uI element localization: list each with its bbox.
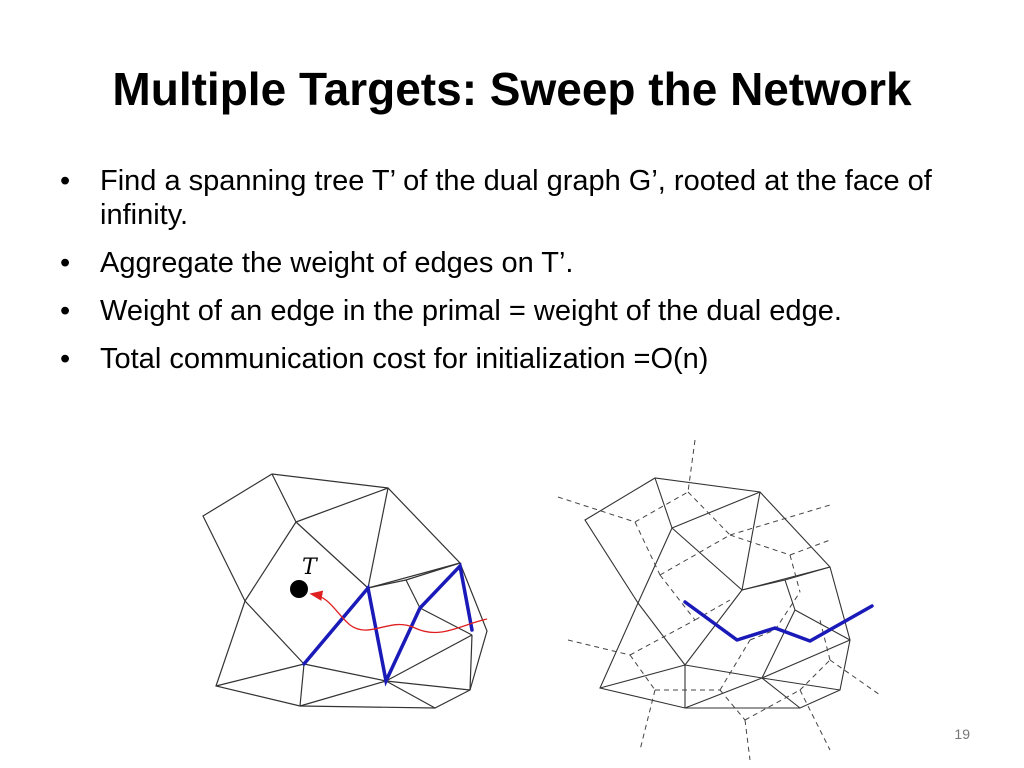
dual-graph-figure <box>557 439 881 761</box>
primal-network-figure: T <box>202 473 488 709</box>
bullet-item: • Aggregate the weight of edges on T’. <box>56 246 956 280</box>
mesh-edges <box>202 473 488 709</box>
bullet-dot: • <box>60 165 71 197</box>
slide-title: Multiple Targets: Sweep the Network <box>112 63 912 115</box>
page-number: 19 <box>954 726 970 742</box>
bullet-text: Total communication cost for initializat… <box>100 343 709 375</box>
bullet-item: • Weight of an edge in the primal = weigh… <box>56 294 956 328</box>
bullet-dot: • <box>60 343 71 375</box>
bullet-list: • Find a spanning tree T’ of the dual gra… <box>56 164 956 390</box>
bullet-item: • Total communication cost for initializa… <box>56 342 956 376</box>
bullet-text: Aggregate the weight of edges on T’. <box>100 247 574 279</box>
bullet-text: Find a spanning tree T’ of the dual grap… <box>100 165 932 231</box>
bullet-text: Weight of an edge in the primal = weight… <box>100 295 842 327</box>
sweep-arrow <box>309 590 488 634</box>
dual-graph-edges <box>557 439 881 761</box>
dual-tree-path <box>683 600 874 643</box>
bullet-dot: • <box>60 295 71 327</box>
target-label: T <box>302 555 319 580</box>
bullet-dot: • <box>60 247 71 279</box>
spanning-tree-path <box>302 562 474 687</box>
primal-mesh-edges <box>584 477 851 709</box>
target-node <box>290 580 308 598</box>
bullet-item: • Find a spanning tree T’ of the dual gra… <box>56 164 956 232</box>
